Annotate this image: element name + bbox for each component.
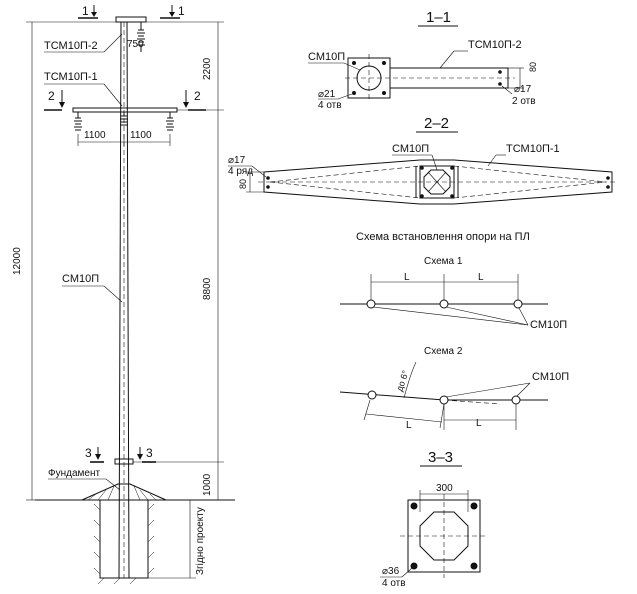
label-foundation: Фундамент xyxy=(48,468,100,479)
section-3-3: 3–3 300 ⌀36 4 отв xyxy=(380,449,488,589)
cut-mark-3: 3 3 xyxy=(85,446,156,465)
dim-8800: 8800 xyxy=(202,277,213,300)
section-1-1-hole-left: ⌀21 xyxy=(318,89,336,100)
scheme-2-post-2 xyxy=(439,395,449,405)
section-3-3-title: 3–3 xyxy=(428,449,453,466)
dim-12000: 12000 xyxy=(12,247,23,275)
section-2-2-label-crossarm: ТСМ10П-1 xyxy=(506,143,560,155)
cut-1-right-label: 1 xyxy=(178,4,185,18)
section-2-2-dim-80: 80 xyxy=(238,179,248,189)
section-3-3-hole-4 xyxy=(470,562,478,570)
label-sm10p: СМ10П xyxy=(62,273,99,285)
dim-1100-left: 1100 xyxy=(84,130,106,141)
section-3-3-hole-1 xyxy=(410,502,418,510)
section-1-1: 1–1 СМ10П ТСМ10П-2 ⌀21 4 отв ⌀17 2 отв 8… xyxy=(308,9,538,111)
cut-2-left-label: 2 xyxy=(48,89,55,103)
section-1-1-title: 1–1 xyxy=(426,9,451,26)
section-1-1-arm xyxy=(389,67,509,89)
cut-mark-2: 2 2 xyxy=(44,89,206,111)
scheme-2-title: Схема 2 xyxy=(424,346,463,357)
scheme-1-post-2 xyxy=(439,299,449,309)
scheme-2-angle-arc xyxy=(403,361,417,399)
cut-3-right-label: 3 xyxy=(146,446,153,460)
section-2-2-hole: ⌀17 xyxy=(228,155,246,166)
scheme-2-span-a: L xyxy=(406,420,412,431)
elevation-view: 1 1 ТСМ10П-2 750 ТСМ10П-1 2 xyxy=(12,4,235,585)
section-3-3-hole-2 xyxy=(470,502,478,510)
top-insulator-sheds xyxy=(137,29,145,46)
scheme-1-label: СМ10П xyxy=(530,319,567,331)
label-depth: Згідно проекту xyxy=(195,507,206,575)
dim-1100-right: 1100 xyxy=(130,130,152,141)
section-1-1-label-post: СМ10П xyxy=(308,51,345,63)
dim-750: 750 xyxy=(127,39,144,50)
section-2-2-title: 2–2 xyxy=(424,115,449,132)
dim-2200: 2200 xyxy=(202,57,213,80)
cut-1-left-label: 1 xyxy=(82,4,89,18)
section-1-1-dim-80: 80 xyxy=(528,62,538,72)
top-cap xyxy=(115,16,147,23)
scheme-1-title: Схема 1 xyxy=(424,256,463,267)
schemes-heading: Схема встановлення опори на ПЛ xyxy=(356,231,530,243)
right-insulator xyxy=(166,117,174,131)
scheme-2-post-3 xyxy=(511,395,521,405)
scheme-2-angle: до 6° xyxy=(394,369,410,393)
label-tsm10p-2: ТСМ10П-2 xyxy=(44,40,98,52)
schemes: Схема встановлення опори на ПЛ Схема 1 L… xyxy=(339,231,569,431)
foundation-mound xyxy=(81,483,167,501)
dim-1000: 1000 xyxy=(202,473,213,496)
section-1-1-hole-right: ⌀17 xyxy=(514,84,532,95)
section-3-3-hole: ⌀36 xyxy=(382,566,400,577)
lower-crossarm xyxy=(72,107,178,113)
section-2-2-label-post: СМ10П xyxy=(392,143,429,155)
cut-3-left-label: 3 xyxy=(85,446,92,460)
section-3-3-dim-300: 300 xyxy=(436,483,453,494)
cut-mark-1: 1 1 xyxy=(78,4,185,19)
section-3-3-hole-3 xyxy=(410,562,418,570)
pit-hatch xyxy=(93,503,155,585)
post-base-plate xyxy=(114,458,134,465)
label-tsm10p-1: ТСМ10П-1 xyxy=(44,71,98,83)
section-2-2-hole-row: 4 ряд xyxy=(228,166,253,177)
left-insulator xyxy=(74,117,82,131)
cut-2-right-label: 2 xyxy=(194,89,201,103)
scheme-1-post-3 xyxy=(513,299,523,309)
section-2-2-braces xyxy=(269,165,607,199)
center-insulator xyxy=(120,115,128,126)
section-3-3-hole-count: 4 отв xyxy=(382,578,406,589)
scheme-2-label: СМ10П xyxy=(532,371,569,383)
section-2-2: 2–2 СМ10П ТСМ10П-1 ⌀17 4 ряд xyxy=(228,115,618,205)
scheme-1-span-b: L xyxy=(478,272,484,283)
section-2-2-arm-outline xyxy=(263,159,613,205)
scheme-1-span-a: L xyxy=(404,272,410,283)
section-1-1-hole-right-count: 2 отв xyxy=(512,96,536,107)
scheme-2-span-b: L xyxy=(476,418,482,429)
scheme-2-line-a xyxy=(339,391,445,401)
section-1-1-label-crossarm: ТСМ10П-2 xyxy=(468,39,522,51)
section-3-3-post-octagon xyxy=(419,511,469,561)
section-1-1-hole-left-count: 4 отв xyxy=(318,100,342,111)
foundation-hatch xyxy=(87,485,157,501)
scheme-2-post-1 xyxy=(367,390,377,400)
section-2-2-clamp xyxy=(419,165,455,199)
